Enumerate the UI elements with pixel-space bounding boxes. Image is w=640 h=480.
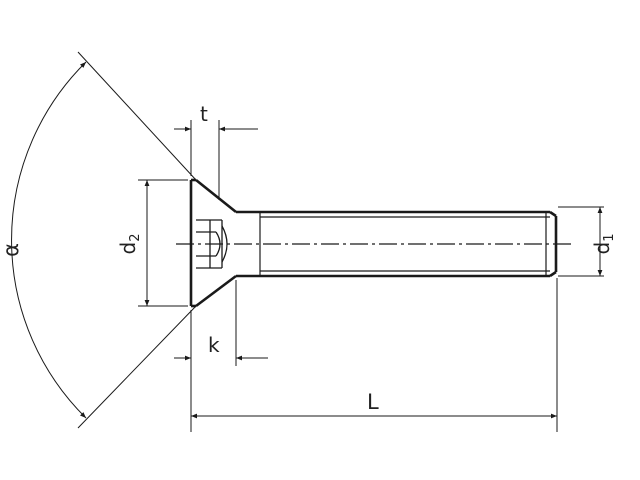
screw-outline	[189, 178, 558, 308]
label-d2: d2	[116, 234, 143, 255]
thread-lines	[259, 212, 550, 276]
dim-alpha-arc	[11, 61, 87, 419]
dimension-lines	[11, 61, 603, 419]
dimension-labels: t d2 d1 k L α	[0, 102, 617, 414]
label-L: L	[367, 390, 379, 414]
label-t: t	[200, 102, 208, 126]
extension-lines	[77, 51, 604, 432]
label-d1: d1	[590, 234, 617, 255]
label-k: k	[208, 333, 220, 357]
label-alpha: α	[0, 243, 23, 257]
